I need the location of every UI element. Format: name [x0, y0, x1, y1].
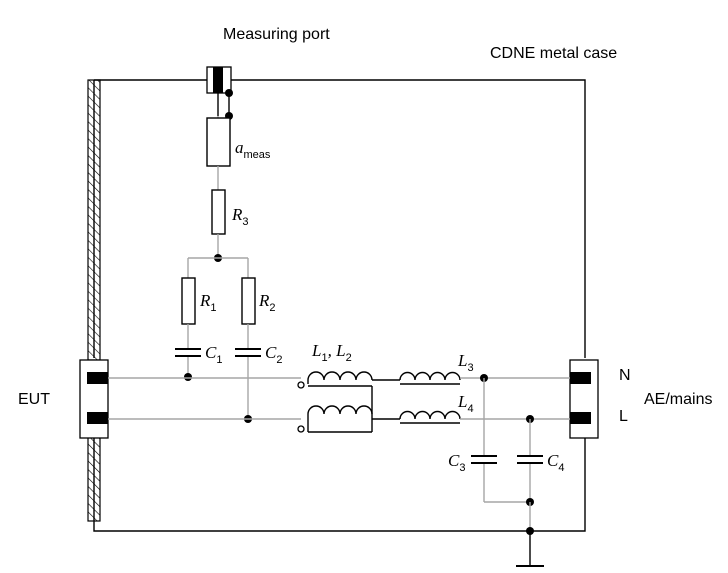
- resistor-r1: [181, 277, 196, 325]
- r2-label: R2: [258, 291, 276, 314]
- metal-case: [93, 79, 586, 532]
- ameas-label: ameas: [235, 138, 271, 161]
- case-label: CDNE metal case: [490, 45, 617, 62]
- r3-label: R3: [231, 205, 249, 228]
- measurement-chain: [175, 116, 261, 423]
- inductor-l4: [372, 410, 570, 424]
- mains-capacitors: [471, 374, 543, 535]
- c2-label: C2: [265, 343, 282, 366]
- capacitor-c4: [517, 455, 543, 464]
- l-label: L: [619, 408, 628, 425]
- n-label: N: [619, 367, 631, 384]
- capacitor-c2: [235, 348, 261, 357]
- r1-label: R1: [199, 291, 217, 314]
- c1-label: C1: [205, 343, 222, 366]
- capacitor-c3: [471, 455, 497, 464]
- attenuator-ameas: [206, 117, 231, 167]
- ae-mains-label: AE/mains: [644, 391, 712, 408]
- ae-mains-connector: [569, 359, 599, 439]
- l3-label: L3: [457, 351, 474, 374]
- c4-label: C4: [547, 451, 564, 474]
- l4-label: L4: [457, 392, 474, 415]
- inductor-l3: [399, 371, 570, 385]
- capacitor-c1: [175, 348, 201, 357]
- l1-l2-label: L1, L2: [311, 341, 352, 364]
- resistor-r3: [211, 189, 226, 235]
- eut-label: EUT: [18, 391, 50, 408]
- eut-connector: [79, 359, 109, 439]
- c3-label: C3: [448, 451, 465, 474]
- eut-wall-hatched: [87, 79, 101, 522]
- choke-l1-l2: [307, 371, 400, 433]
- line-conductors: [108, 377, 305, 433]
- measuring-port-label: Measuring port: [223, 26, 330, 43]
- measuring-port-connector: [206, 66, 233, 120]
- ground-symbol: [516, 531, 544, 567]
- resistor-r2: [241, 277, 256, 325]
